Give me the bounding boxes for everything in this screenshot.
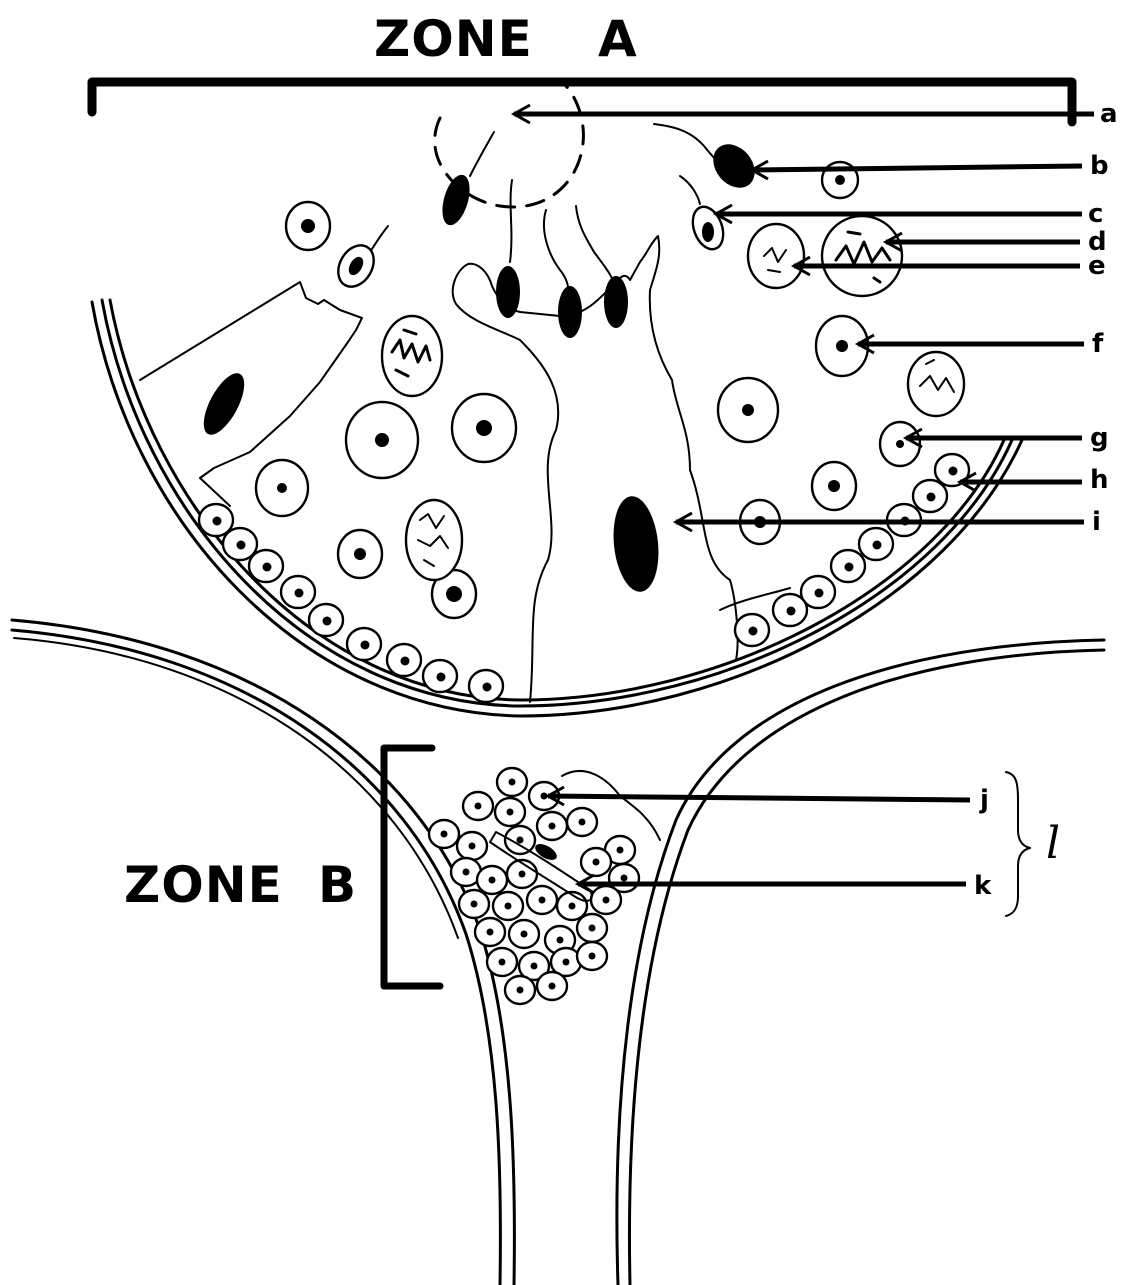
- sperm-head-3: [604, 276, 628, 328]
- label-e: e: [1088, 251, 1106, 281]
- zone-b-letter: B: [318, 856, 357, 914]
- interstitial-cell-5: [429, 820, 459, 848]
- spermatocyte-5: [338, 530, 382, 578]
- brace: [1006, 772, 1030, 916]
- leader-j: [548, 787, 970, 805]
- label-j: j: [979, 785, 989, 815]
- spermatocyte-1: [286, 202, 330, 250]
- interstitial-cell-14: [581, 848, 611, 876]
- interstitial-cell-3: [463, 792, 493, 820]
- spermatogonium-5: [309, 604, 343, 636]
- spermatocyte-9: [718, 378, 778, 442]
- leader-b: [752, 161, 1082, 179]
- interstitial-cell-24: [577, 914, 607, 942]
- sperm-head-4: [437, 172, 474, 229]
- interstitial-cell-6: [457, 832, 487, 860]
- spermatogonium-14: [831, 550, 865, 582]
- leader-c: [716, 205, 1082, 223]
- spermatogonium-4: [281, 576, 315, 608]
- spermatid-late: [705, 136, 763, 196]
- sperm-head-1: [496, 266, 520, 318]
- zone-b-word: ZONE: [124, 856, 283, 914]
- tubule-wall-lower-right: [617, 640, 1104, 1285]
- spermatogonium-16: [773, 594, 807, 626]
- interstitial-cell-17: [493, 892, 523, 920]
- interstitial-cell-22: [509, 920, 539, 948]
- sperm-head-2: [558, 286, 582, 338]
- label-g: g: [1090, 423, 1109, 453]
- interstitial-cell-28: [577, 942, 607, 970]
- brace-label: l: [1046, 818, 1060, 869]
- interstitial-cell-8: [537, 812, 567, 840]
- interstitial-cell-12: [477, 866, 507, 894]
- interstitial-cell-25: [487, 948, 517, 976]
- interstitial-cell-9: [567, 808, 597, 836]
- label-k: k: [974, 871, 992, 901]
- interstitial-cell-20: [591, 886, 621, 914]
- label-i: i: [1092, 507, 1101, 537]
- spermatocyte-2: [452, 394, 516, 462]
- sertoli-cell-central-outline: [453, 236, 738, 702]
- spermatocyte-3: [346, 402, 418, 478]
- spermatogonium-7: [387, 644, 421, 676]
- interstitial-cell-21: [475, 918, 505, 946]
- spermatogonium-6: [347, 628, 381, 660]
- spermatozoa-cluster: [437, 132, 628, 338]
- spermatogonium-8: [423, 660, 457, 692]
- leader-a: [514, 105, 1094, 123]
- zone-a-word: ZONE: [374, 10, 533, 68]
- spermatocyte-11: [812, 462, 856, 510]
- label-f: f: [1092, 329, 1104, 359]
- interstitial-cell-30: [537, 972, 567, 1000]
- sertoli-nucleus-central: [609, 494, 663, 594]
- spermatogonium-13: [859, 528, 893, 560]
- interstitial-cell-16: [459, 890, 489, 918]
- zone-b-bracket: [384, 748, 440, 986]
- spermatocyte-4: [256, 460, 308, 516]
- interstitial-cell-29: [505, 976, 535, 1004]
- spermatogonium-17: [735, 614, 769, 646]
- interstitial-cell-1: [497, 768, 527, 796]
- label-c: c: [1088, 199, 1103, 229]
- spermatogonium-9: [469, 670, 503, 702]
- label-leaders: [514, 105, 1094, 893]
- interstitial-cell-4: [495, 798, 525, 826]
- label-b: b: [1090, 151, 1109, 181]
- zone-a-letter: A: [598, 10, 638, 68]
- leader-g: [906, 429, 1082, 447]
- leader-f: [858, 335, 1084, 353]
- tubule-wall-upper: [92, 300, 1022, 716]
- label-h: h: [1090, 465, 1109, 495]
- tubule-wall-lower-left: [12, 620, 514, 1285]
- leader-d: [886, 233, 1080, 251]
- spermatogonium-11: [913, 480, 947, 512]
- spermatogonium-3: [249, 550, 283, 582]
- sertoli-nucleus-left: [196, 367, 253, 440]
- interstitial-cell-18: [527, 886, 557, 914]
- label-a: a: [1100, 99, 1118, 129]
